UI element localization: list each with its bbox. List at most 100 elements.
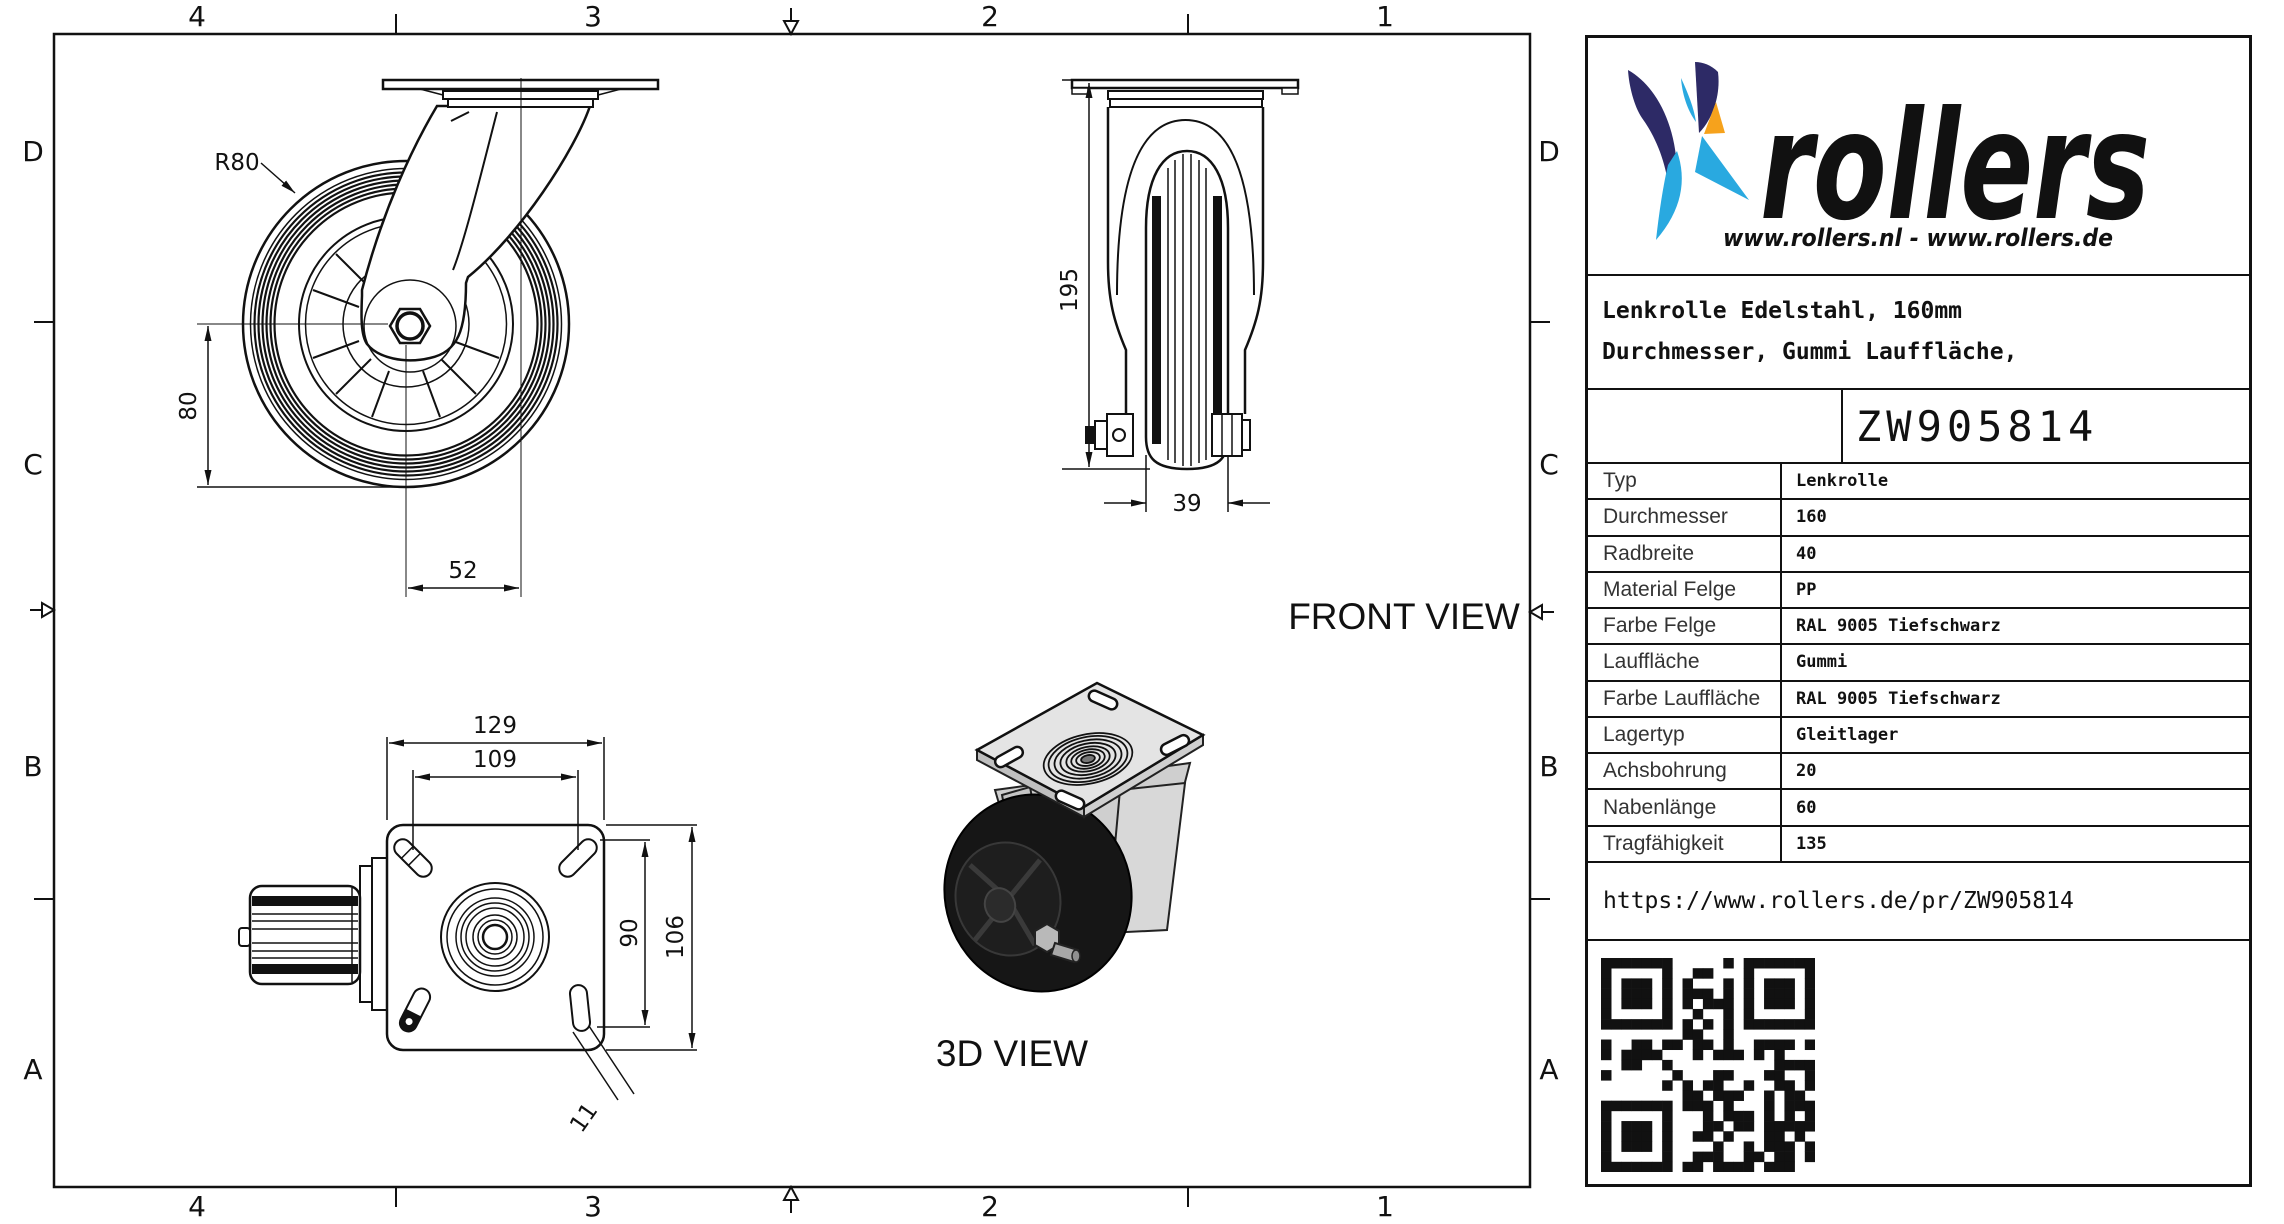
spec-label: Achsbohrung	[1603, 759, 1727, 783]
spec-value: Lenkrolle	[1780, 464, 2249, 499]
iso-wheel	[943, 793, 1133, 993]
zone-col-label: 4	[188, 1190, 206, 1223]
plate-slot	[568, 984, 592, 1032]
dim-text-52: 52	[448, 558, 477, 584]
spec-label: Farbe Felge	[1603, 614, 1717, 638]
dim-text-11: 11	[565, 1099, 603, 1138]
zone-col-label: 2	[981, 0, 999, 33]
center-mark-bottom	[782, 1184, 800, 1213]
product-title-line2: Durchmesser, Gummi Lauffläche,	[1602, 339, 2018, 365]
plan-plate	[385, 823, 606, 1052]
brand-name: rollers	[1760, 80, 2150, 254]
wheel-spokes	[312, 253, 500, 418]
qr-cell	[1588, 939, 2249, 1187]
spec-row: Farbe Lauffläche RAL 9005 Tiefschwarz	[1588, 679, 2249, 716]
spec-row: Farbe Felge RAL 9005 Tiefschwarz	[1588, 607, 2249, 644]
spec-row: Lagertyp Gleitlager	[1588, 715, 2249, 753]
front-view-label: FRONT VIEW	[1288, 596, 1520, 637]
spec-row: Durchmesser 160	[1588, 498, 2249, 535]
spec-value: 135	[1780, 826, 2249, 861]
dim-text-106: 106	[663, 915, 689, 959]
zone-row-label: C	[23, 448, 43, 481]
side-dimensions	[1062, 79, 1270, 512]
iso-axle-nut	[1034, 922, 1081, 964]
plate-slot	[558, 838, 598, 878]
spec-label: Material Felge	[1603, 577, 1737, 601]
side-mount-plate	[1070, 78, 1300, 108]
spec-label: Lauffläche	[1603, 650, 1700, 674]
spec-label: Durchmesser	[1603, 505, 1728, 529]
brand-urls: www.rollers.nl - www.rollers.de	[1723, 224, 2113, 252]
logo-cell: rollers www.rollers.nl - www.rollers.de	[1588, 38, 2249, 274]
part-number-row: ZW905814	[1588, 388, 2249, 462]
dim-text-80: 80	[176, 391, 202, 420]
zone-col-label: 3	[584, 1190, 602, 1223]
spec-value: 60	[1780, 790, 2249, 825]
part-number: ZW905814	[1841, 390, 2249, 462]
front-fork	[360, 104, 592, 373]
zone-col-label: 3	[584, 0, 602, 33]
center-mark-top	[782, 8, 800, 37]
qr-code	[1601, 958, 1815, 1172]
zone-col-label: 4	[188, 0, 206, 33]
center-mark-left	[30, 601, 56, 619]
logo-bird-icon	[1628, 62, 1749, 240]
zone-row-label: D	[22, 135, 44, 168]
spec-value: RAL 9005 Tiefschwarz	[1780, 681, 2249, 716]
spec-value: RAL 9005 Tiefschwarz	[1780, 609, 2249, 644]
rollers-logo: rollers www.rollers.nl - www.rollers.de	[1628, 62, 2150, 254]
plate-slot	[393, 838, 433, 878]
side-axle	[1085, 413, 1251, 457]
plan-dimensions	[386, 737, 697, 1101]
spec-row: Typ Lenkrolle	[1588, 462, 2249, 499]
spec-row: Lauffläche Gummi	[1588, 643, 2249, 680]
zone-row-label: B	[23, 750, 42, 783]
iso-view	[943, 681, 1206, 993]
zone-row-label: A	[1539, 1053, 1558, 1086]
center-mark-right	[1528, 603, 1554, 621]
zone-col-label: 2	[981, 1190, 999, 1223]
spec-value: Gummi	[1780, 645, 2249, 680]
zone-row-label: A	[23, 1053, 42, 1086]
zone-row-label: B	[1539, 750, 1558, 783]
spec-value: Gleitlager	[1780, 717, 2249, 753]
plan-wheel	[238, 857, 388, 1011]
dim-text-90: 90	[617, 918, 643, 947]
dim-text-r80: R80	[214, 150, 259, 176]
zone-row-label: D	[1538, 135, 1560, 168]
spec-row: Nabenlänge 60	[1588, 788, 2249, 825]
zone-col-label: 1	[1376, 0, 1394, 33]
dim-text-39: 39	[1172, 491, 1201, 517]
zone-col-label: 1	[1376, 1190, 1394, 1223]
dim-text-129: 129	[473, 713, 517, 739]
iso-plate	[974, 681, 1206, 819]
plate-slot	[398, 987, 432, 1033]
frame-zone-labels: 4 3 2 1 4 3 2 1 D C B A D C B A	[22, 0, 1560, 1223]
product-url: https://www.rollers.de/pr/ZW905814	[1588, 861, 2249, 939]
spec-value: 160	[1780, 500, 2249, 535]
plan-view: 129 109 90 106 11	[238, 713, 697, 1138]
dim-text-109: 109	[473, 747, 517, 773]
title-block: rollers www.rollers.nl - www.rollers.de …	[1585, 35, 2252, 1187]
dim-text-195: 195	[1057, 268, 1083, 312]
spec-value: PP	[1780, 572, 2249, 608]
front-dimensions	[197, 162, 519, 592]
side-fork	[1106, 107, 1265, 414]
front-centerlines	[197, 78, 522, 597]
spec-label: Lagertyp	[1603, 722, 1685, 746]
product-title: Lenkrolle Edelstahl, 160mm Durchmesser, …	[1588, 274, 2249, 388]
spec-row: Material Felge PP	[1588, 570, 2249, 608]
part-number-empty-cell	[1588, 390, 1841, 462]
spec-label: Farbe Lauffläche	[1603, 686, 1761, 710]
spec-label: Typ	[1603, 469, 1637, 493]
spec-label: Radbreite	[1603, 541, 1695, 565]
drawing-frame	[30, 8, 1554, 1213]
product-title-line1: Lenkrolle Edelstahl, 160mm	[1602, 298, 1963, 324]
spec-label: Tragfähigkeit	[1603, 831, 1724, 855]
spec-label: Nabenlänge	[1603, 795, 1717, 819]
side-view: 195 39	[1057, 78, 1300, 517]
